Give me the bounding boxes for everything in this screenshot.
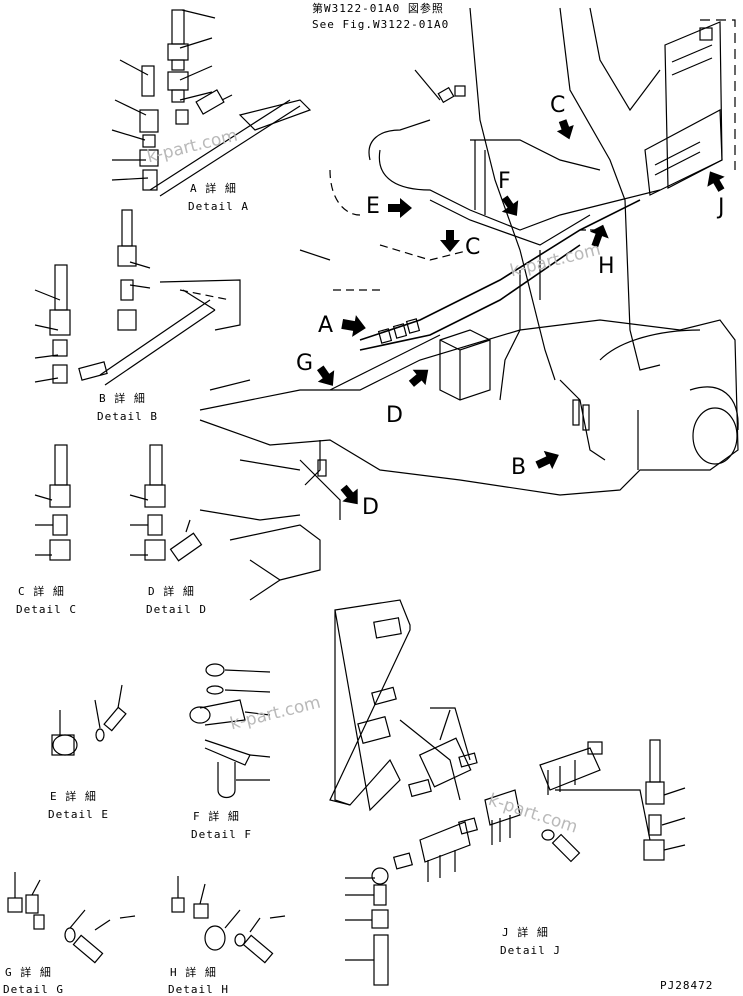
detail-b-drawing bbox=[34, 209, 241, 386]
arrow-d-lower bbox=[340, 484, 358, 505]
detail-c-drawing bbox=[34, 444, 71, 561]
callout-d-lower: D bbox=[362, 495, 379, 520]
arrow-h bbox=[589, 224, 609, 248]
arrow-a bbox=[341, 315, 366, 337]
detail-c-caption-en: Detail C bbox=[16, 603, 77, 616]
arrow-c-lower bbox=[440, 230, 460, 252]
detail-e-caption-jp: E 詳 細 bbox=[50, 790, 97, 803]
callout-c-upper: C bbox=[550, 93, 566, 118]
figure-reference-jp: 第W3122-01A0 図参照 bbox=[312, 2, 444, 15]
detail-a-caption-jp: A 詳 細 bbox=[190, 182, 237, 195]
detail-d-caption-jp: D 詳 細 bbox=[148, 585, 195, 598]
detail-f-caption-en: Detail F bbox=[191, 828, 252, 841]
detail-b-caption-jp: B 詳 細 bbox=[99, 392, 146, 405]
arrow-j bbox=[707, 171, 725, 192]
callout-b: B bbox=[511, 455, 527, 480]
detail-a-caption-en: Detail A bbox=[188, 200, 249, 213]
detail-b-caption-en: Detail B bbox=[97, 410, 158, 423]
detail-j-caption-jp: J 詳 細 bbox=[502, 926, 549, 939]
arrow-g bbox=[316, 365, 335, 386]
detail-h-drawing bbox=[171, 876, 286, 964]
detail-g-caption-en: Detail G bbox=[3, 983, 64, 996]
main-assembly bbox=[179, 7, 739, 601]
arrow-c-upper bbox=[556, 119, 574, 140]
drawing-number: PJ28472 bbox=[660, 979, 714, 992]
callout-a: A bbox=[318, 313, 334, 338]
arrow-f bbox=[501, 195, 519, 216]
arrow-d-mid bbox=[408, 369, 429, 387]
detail-f-caption-jp: F 詳 細 bbox=[193, 810, 240, 823]
callout-d-mid: D bbox=[386, 403, 403, 428]
callout-j: J bbox=[718, 195, 725, 220]
callout-g: G bbox=[296, 351, 314, 376]
detail-h-caption-en: Detail H bbox=[168, 983, 229, 996]
detail-g-caption-jp: G 詳 細 bbox=[5, 966, 52, 979]
callout-h: H bbox=[598, 254, 615, 279]
callout-c-lower: C bbox=[465, 235, 481, 260]
callout-arrows bbox=[316, 119, 725, 505]
detail-a-drawing bbox=[111, 9, 312, 197]
callout-f: F bbox=[498, 169, 511, 194]
detail-j-caption-en: Detail J bbox=[500, 944, 561, 957]
detail-c-caption-jp: C 詳 細 bbox=[18, 585, 65, 598]
arrow-e bbox=[388, 198, 412, 218]
detail-e-drawing bbox=[51, 684, 127, 756]
detail-d-caption-en: Detail D bbox=[146, 603, 207, 616]
detail-j-drawing bbox=[329, 599, 686, 986]
detail-h-caption-jp: H 詳 細 bbox=[170, 966, 217, 979]
callout-e: E bbox=[366, 194, 380, 219]
detail-d-drawing bbox=[129, 444, 203, 562]
detail-e-caption-en: Detail E bbox=[48, 808, 109, 821]
detail-g-drawing bbox=[7, 872, 136, 964]
arrow-b bbox=[535, 450, 559, 470]
detail-f-drawing bbox=[189, 663, 271, 799]
figure-reference-en: See Fig.W3122-01A0 bbox=[312, 18, 450, 31]
